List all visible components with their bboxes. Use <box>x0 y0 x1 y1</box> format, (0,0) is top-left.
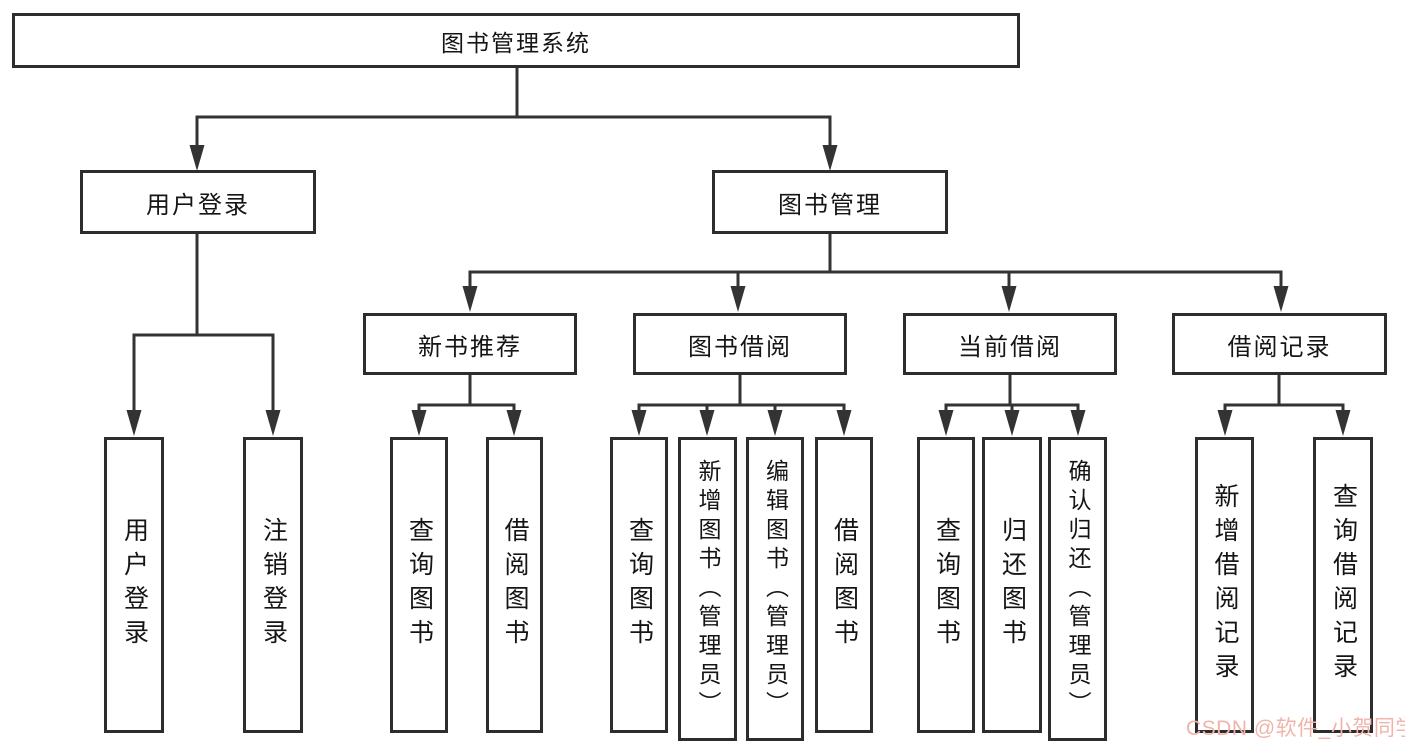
leaf-current-return-books-label: 归还图书 <box>998 517 1027 653</box>
leaf-current-return-books: 归还图书 <box>982 437 1042 733</box>
leaf-records-add-record: 新增借阅记录 <box>1195 437 1254 733</box>
node-user-login-label: 用户登录 <box>146 191 250 219</box>
leaf-current-confirm-return-admin: 确认归还（管理员） <box>1048 437 1107 741</box>
leaf-borrow-add-books-admin: 新增图书（管理员） <box>678 437 737 741</box>
node-new-book-recommend: 新书推荐 <box>363 313 577 375</box>
leaf-records-add-record-label: 新增借阅记录 <box>1211 483 1239 687</box>
leaf-borrow-borrow-books-label: 借阅图书 <box>830 517 859 653</box>
node-current-borrow: 当前借阅 <box>903 313 1117 375</box>
leaf-records-query-record: 查询借阅记录 <box>1313 437 1373 733</box>
leaf-newbooks-borrow-books-label: 借阅图书 <box>501 517 529 653</box>
leaf-current-query-books: 查询图书 <box>917 437 975 733</box>
leaf-newbooks-borrow-books: 借阅图书 <box>486 437 543 733</box>
leaf-borrow-query-books: 查询图书 <box>610 437 668 733</box>
node-borrow-records: 借阅记录 <box>1172 313 1387 375</box>
node-borrow-records-label: 借阅记录 <box>1227 333 1332 361</box>
node-root-label: 图书管理系统 <box>441 29 591 56</box>
node-book-management-label: 图书管理 <box>778 191 882 219</box>
leaf-borrow-edit-books-admin-label: 编辑图书（管理员） <box>762 458 789 720</box>
node-root: 图书管理系统 <box>12 13 1020 68</box>
leaf-newbooks-query-books: 查询图书 <box>390 437 448 733</box>
watermark: CSDN @软件_小贺同学 <box>1186 717 1405 740</box>
leaf-current-query-books-label: 查询图书 <box>932 517 961 653</box>
leaf-current-confirm-return-admin-label: 确认归还（管理员） <box>1065 458 1091 720</box>
leaf-borrow-borrow-books: 借阅图书 <box>815 437 873 733</box>
leaf-records-query-record-label: 查询借阅记录 <box>1329 483 1358 687</box>
leaf-borrow-query-books-label: 查询图书 <box>625 517 654 653</box>
node-book-borrow: 图书借阅 <box>633 313 847 375</box>
leaf-user-login-label: 用户登录 <box>120 517 149 653</box>
leaf-borrow-edit-books-admin: 编辑图书（管理员） <box>746 437 804 741</box>
leaf-borrow-add-books-admin-label: 新增图书（管理员） <box>695 458 721 720</box>
leaf-logout-label: 注销登录 <box>259 517 288 653</box>
node-book-borrow-label: 图书借阅 <box>688 333 792 361</box>
node-current-borrow-label: 当前借阅 <box>958 333 1062 361</box>
leaf-user-login: 用户登录 <box>104 437 164 733</box>
node-user-login: 用户登录 <box>80 170 316 234</box>
leaf-newbooks-query-books-label: 查询图书 <box>405 517 434 653</box>
leaf-logout: 注销登录 <box>243 437 303 733</box>
node-book-management: 图书管理 <box>712 170 948 234</box>
node-new-book-recommend-label: 新书推荐 <box>418 333 522 361</box>
